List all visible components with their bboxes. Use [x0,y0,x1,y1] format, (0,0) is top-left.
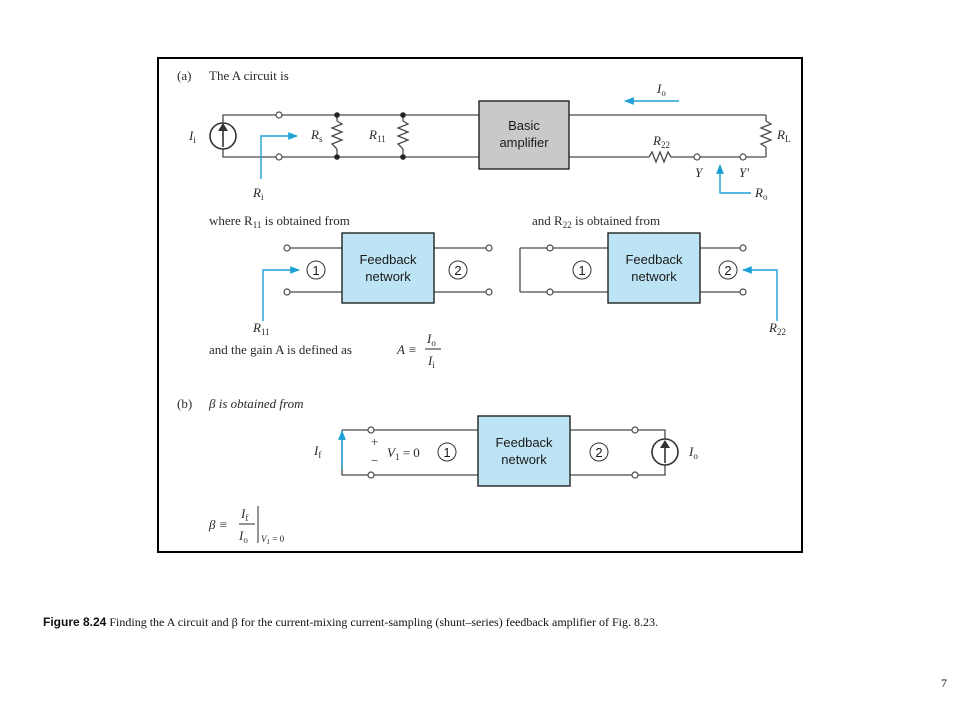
terminal-y [693,153,701,161]
label-rl: RL [776,127,790,144]
label-ri: Ri [252,185,264,202]
port-1-beta [437,442,457,462]
basic-amplifier-line1: Basic [508,118,540,133]
label-rs: Rs [310,127,323,144]
terminal-in-top [275,111,283,119]
part-a-heading: The A circuit is [209,68,289,83]
page-number: 7 [941,676,947,690]
basic-amplifier-line2: amplifier [499,135,549,150]
label-io-a: Io [656,81,666,98]
current-source-io [651,438,679,466]
port-1-r22-label: 1 [578,263,585,278]
resistor-rl [759,120,773,148]
beta-symbol: β ≡ [208,517,228,532]
and-r22-text: and R22 is obtained from [532,213,660,230]
fb-r11-line2: network [365,269,411,284]
fb-beta-line2: network [501,452,547,467]
figure-caption: Figure 8.24 Finding the A circuit and β … [43,615,658,630]
fb-network-box-r22 [607,232,701,304]
caption-label: Figure 8.24 [43,615,107,629]
resistor-rs [330,120,344,150]
port-1-r11-label: 1 [312,263,319,278]
port-1-beta-label: 1 [443,445,450,460]
resistor-r22 [648,150,673,164]
arrow-r11 [262,266,300,321]
gain-a-symbol: A ≡ [396,342,417,357]
label-r22-port: R22 [768,320,786,337]
label-r11: R11 [368,127,386,144]
fb-r22-line2: network [631,269,677,284]
gain-text: and the gain A is defined as [209,342,352,357]
circuit-diagram: (a) The A circuit is Ii Rs R11 [177,68,790,546]
beta-numerator: If [240,506,248,523]
gain-denominator: Ii [427,353,435,370]
beta-denominator: Io [238,528,248,545]
label-r11-port: R11 [252,320,270,337]
v1-minus: − [371,453,378,468]
port-2-beta [589,442,609,462]
resistor-r11 [396,120,410,150]
port-2-r11 [448,260,468,280]
arrow-ro [716,164,751,194]
fb-r22-line1: Feedback [625,252,683,267]
label-r22-a: R22 [652,133,670,150]
label-ii: Ii [188,128,196,145]
port-1-r22 [572,260,592,280]
where-r11-text: where R11 is obtained from [209,213,350,230]
gain-numerator: Io [426,331,436,348]
r22-feedback-circuit [519,244,747,296]
terminal-in-bottom [275,153,283,161]
v1-plus: + [371,434,378,449]
port-2-r22 [718,260,738,280]
terminal-y-prime [739,153,747,161]
part-b-label: (b) [177,396,192,411]
caption-text: Finding the A circuit and β for the curr… [106,615,658,629]
beta-condition: V1 = 0 [261,534,285,546]
basic-amplifier-box [478,100,570,170]
fb-r11-line1: Feedback [359,252,417,267]
v1-equation: V1 = 0 [387,445,420,462]
arrow-r22 [742,266,778,321]
current-source-ii [209,122,237,150]
label-y: Y [695,165,704,180]
arrow-ri [260,132,298,179]
port-1-r11 [306,260,326,280]
fb-network-box-beta [477,415,571,487]
port-2-r22-label: 2 [724,263,731,278]
fb-beta-line1: Feedback [495,435,553,450]
label-ro: Ro [754,185,768,202]
port-2-r11-label: 2 [454,263,461,278]
part-b-heading: β is obtained from [208,396,303,411]
port-2-beta-label: 2 [595,445,602,460]
fb-network-box-r11 [341,232,435,304]
label-io-b: Io [688,444,698,461]
label-y-prime: Y′ [739,165,749,180]
r11-feedback-circuit [283,244,493,296]
figure-frame: (a) The A circuit is Ii Rs R11 [157,57,803,553]
part-a-label: (a) [177,68,191,83]
label-if: If [313,443,321,460]
